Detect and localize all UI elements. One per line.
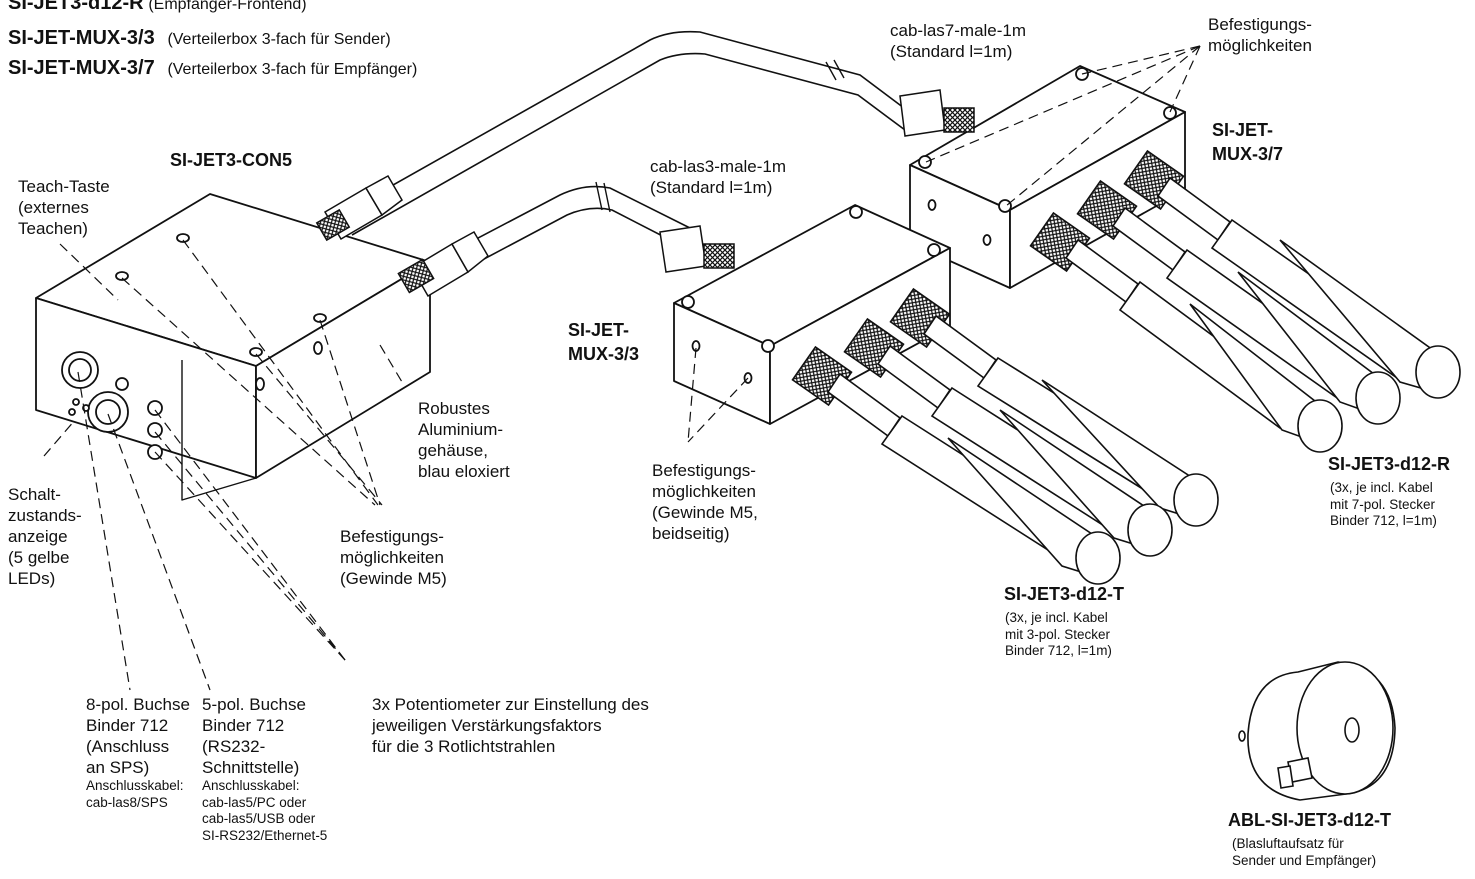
transmitter-2 xyxy=(843,317,1173,557)
label-d12t-desc: (3x, je incl. Kabel mit 3-pol. Stecker B… xyxy=(1005,610,1112,658)
cable-cab-las3 xyxy=(439,181,691,277)
receiver-3 xyxy=(1029,211,1343,453)
label-mux33: SI-JET- MUX-3/3 xyxy=(568,320,640,364)
label-mux37: SI-JET- MUX-3/7 xyxy=(1212,120,1284,164)
label-teach: Teach-Taste (externes Teachen) xyxy=(18,177,110,238)
header-code-1: SI-JET3-d12-R xyxy=(8,0,144,14)
header-line-1: SI-JET3-d12-R (Empfänger-Frontend) xyxy=(8,0,307,15)
transmitter-3 xyxy=(791,345,1121,585)
label-con5: SI-JET3-CON5 xyxy=(170,150,293,170)
label-socket5: 5-pol. Buchse Binder 712 (RS232- Schnitt… xyxy=(202,695,306,777)
header-line-2: SI-JET-MUX-3/3 (Verteilerbox 3-fach für … xyxy=(8,26,391,50)
mux37-input-plug xyxy=(899,89,975,137)
label-mount-top: Befestigungs- möglichkeiten xyxy=(1208,15,1312,55)
transmitter-1 xyxy=(889,287,1219,527)
label-abl-title: ABL-SI-JET3-d12-T xyxy=(1228,810,1392,830)
receiver-1 xyxy=(1123,149,1461,399)
header-desc-1: (Empfänger-Frontend) xyxy=(148,0,307,13)
abl-attachment xyxy=(1238,661,1396,801)
leader-lines xyxy=(43,45,1201,691)
label-d12r-title: SI-JET3-d12-R xyxy=(1328,454,1451,474)
cable-cab-las7 xyxy=(339,30,921,236)
con5-plug-1 xyxy=(315,174,403,242)
label-potentiometers: 3x Potentiometer zur Einstellung des jew… xyxy=(372,695,649,756)
label-socket8: 8-pol. Buchse Binder 712 (Anschluss an S… xyxy=(86,695,190,777)
header-code-2: SI-JET-MUX-3/3 xyxy=(8,27,155,49)
receiver-2 xyxy=(1076,179,1401,425)
label-d12r-desc: (3x, je incl. Kabel mit 7-pol. Stecker B… xyxy=(1330,480,1437,528)
label-socket8-cable: Anschlusskabel: cab-las8/SPS xyxy=(86,778,184,810)
label-d12t-title: SI-JET3-d12-T xyxy=(1004,584,1125,604)
label-status-leds: Schalt- zustands- anzeige (5 gelbe LEDs) xyxy=(8,485,82,588)
label-mount-con5: Befestigungs- möglichkeiten (Gewinde M5) xyxy=(340,527,447,588)
mux33-input-plug xyxy=(659,225,735,273)
label-housing: Robustes Aluminium- gehäuse, blau eloxie… xyxy=(418,399,510,481)
label-socket5-cable: Anschlusskabel: cab-las5/PC oder cab-las… xyxy=(202,778,328,843)
label-mount-mux33: Befestigungs- möglichkeiten (Gewinde M5,… xyxy=(652,461,758,543)
con5-plug-2 xyxy=(397,230,489,298)
label-cab-las3: cab-las3-male-1m (Standard l=1m) xyxy=(650,157,787,197)
con5-box xyxy=(35,193,431,501)
header-desc-2: (Verteilerbox 3-fach für Sender) xyxy=(167,31,391,48)
header-desc-3: (Verteilerbox 3-fach für Empfänger) xyxy=(167,61,418,78)
label-cab-las7: cab-las7-male-1m (Standard l=1m) xyxy=(890,21,1027,61)
header-code-3: SI-JET-MUX-3/7 xyxy=(8,57,155,79)
header-line-3: SI-JET-MUX-3/7 (Verteilerbox 3-fach für … xyxy=(8,56,417,80)
label-abl-desc: (Blasluftaufsatz für Sender und Empfänge… xyxy=(1232,836,1377,868)
